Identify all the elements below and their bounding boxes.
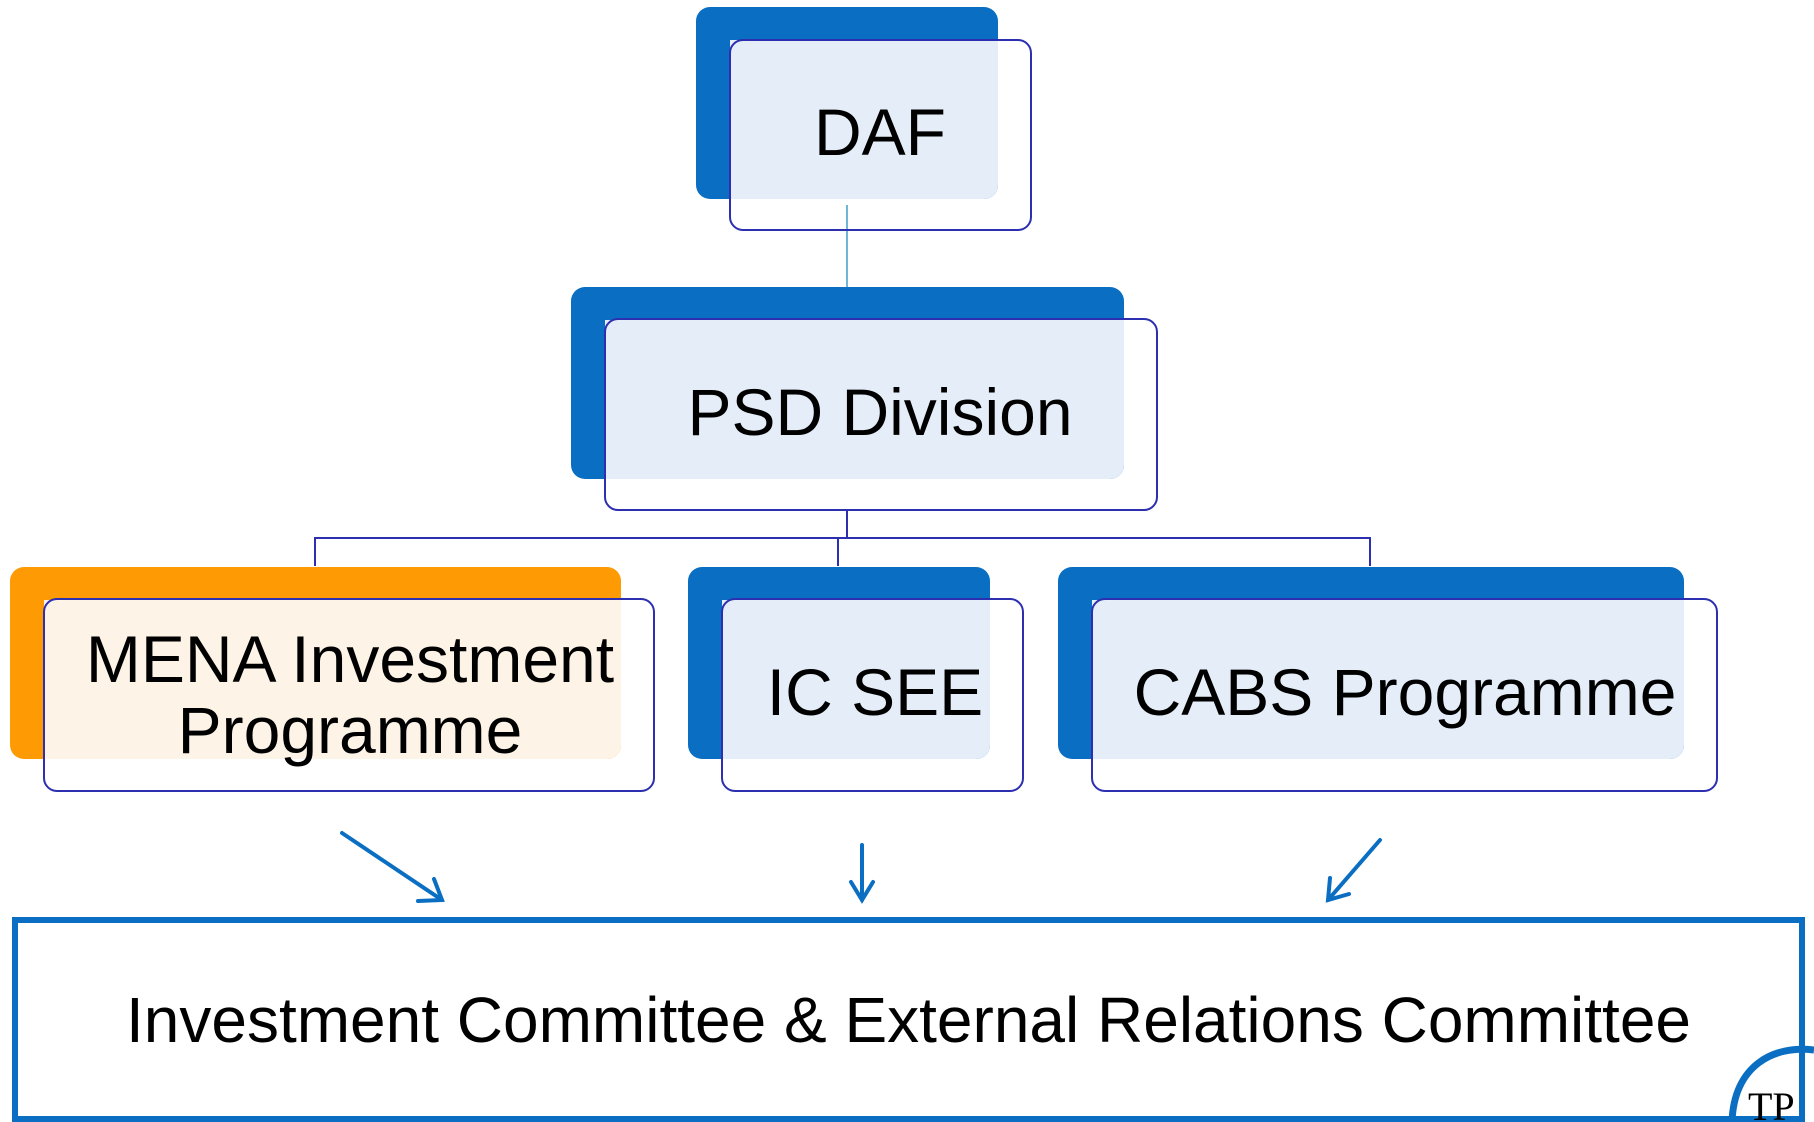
icsee-label: IC SEE — [766, 654, 984, 729]
psd-label: PSD Division — [687, 374, 1073, 449]
psd-node-fill — [605, 320, 1124, 479]
mena-label-line1: MENA Investment — [85, 621, 615, 696]
connector-branch — [314, 537, 1371, 566]
cabs-node-fill — [1092, 600, 1684, 759]
arrow-mena-to-committee — [340, 831, 445, 903]
icsee-node-fill — [722, 600, 990, 759]
cabs-label: CABS Programme — [1133, 654, 1677, 729]
mena-label: MENA Investment Programme — [50, 620, 650, 770]
daf-node — [729, 39, 1032, 231]
logo-mark-icon: TP — [1728, 1045, 1814, 1122]
logo-text: TP — [1748, 1084, 1795, 1122]
daf-label: DAF — [814, 94, 946, 169]
committee-label: Investment Committee & External Relation… — [125, 984, 1692, 1056]
logo: TP — [1714, 1040, 1814, 1122]
daf-node-fill — [730, 40, 998, 199]
arrow-cabs-to-committee — [1325, 838, 1382, 903]
arrow-icsee-to-committee — [849, 843, 875, 904]
cabs-node — [1091, 598, 1718, 792]
mena-label-line2: Programme — [177, 693, 523, 767]
icsee-node — [721, 598, 1024, 792]
psd-node — [604, 318, 1158, 511]
mena-node-fill — [44, 600, 621, 759]
committee-box — [12, 917, 1805, 1122]
mena-node — [43, 598, 655, 792]
